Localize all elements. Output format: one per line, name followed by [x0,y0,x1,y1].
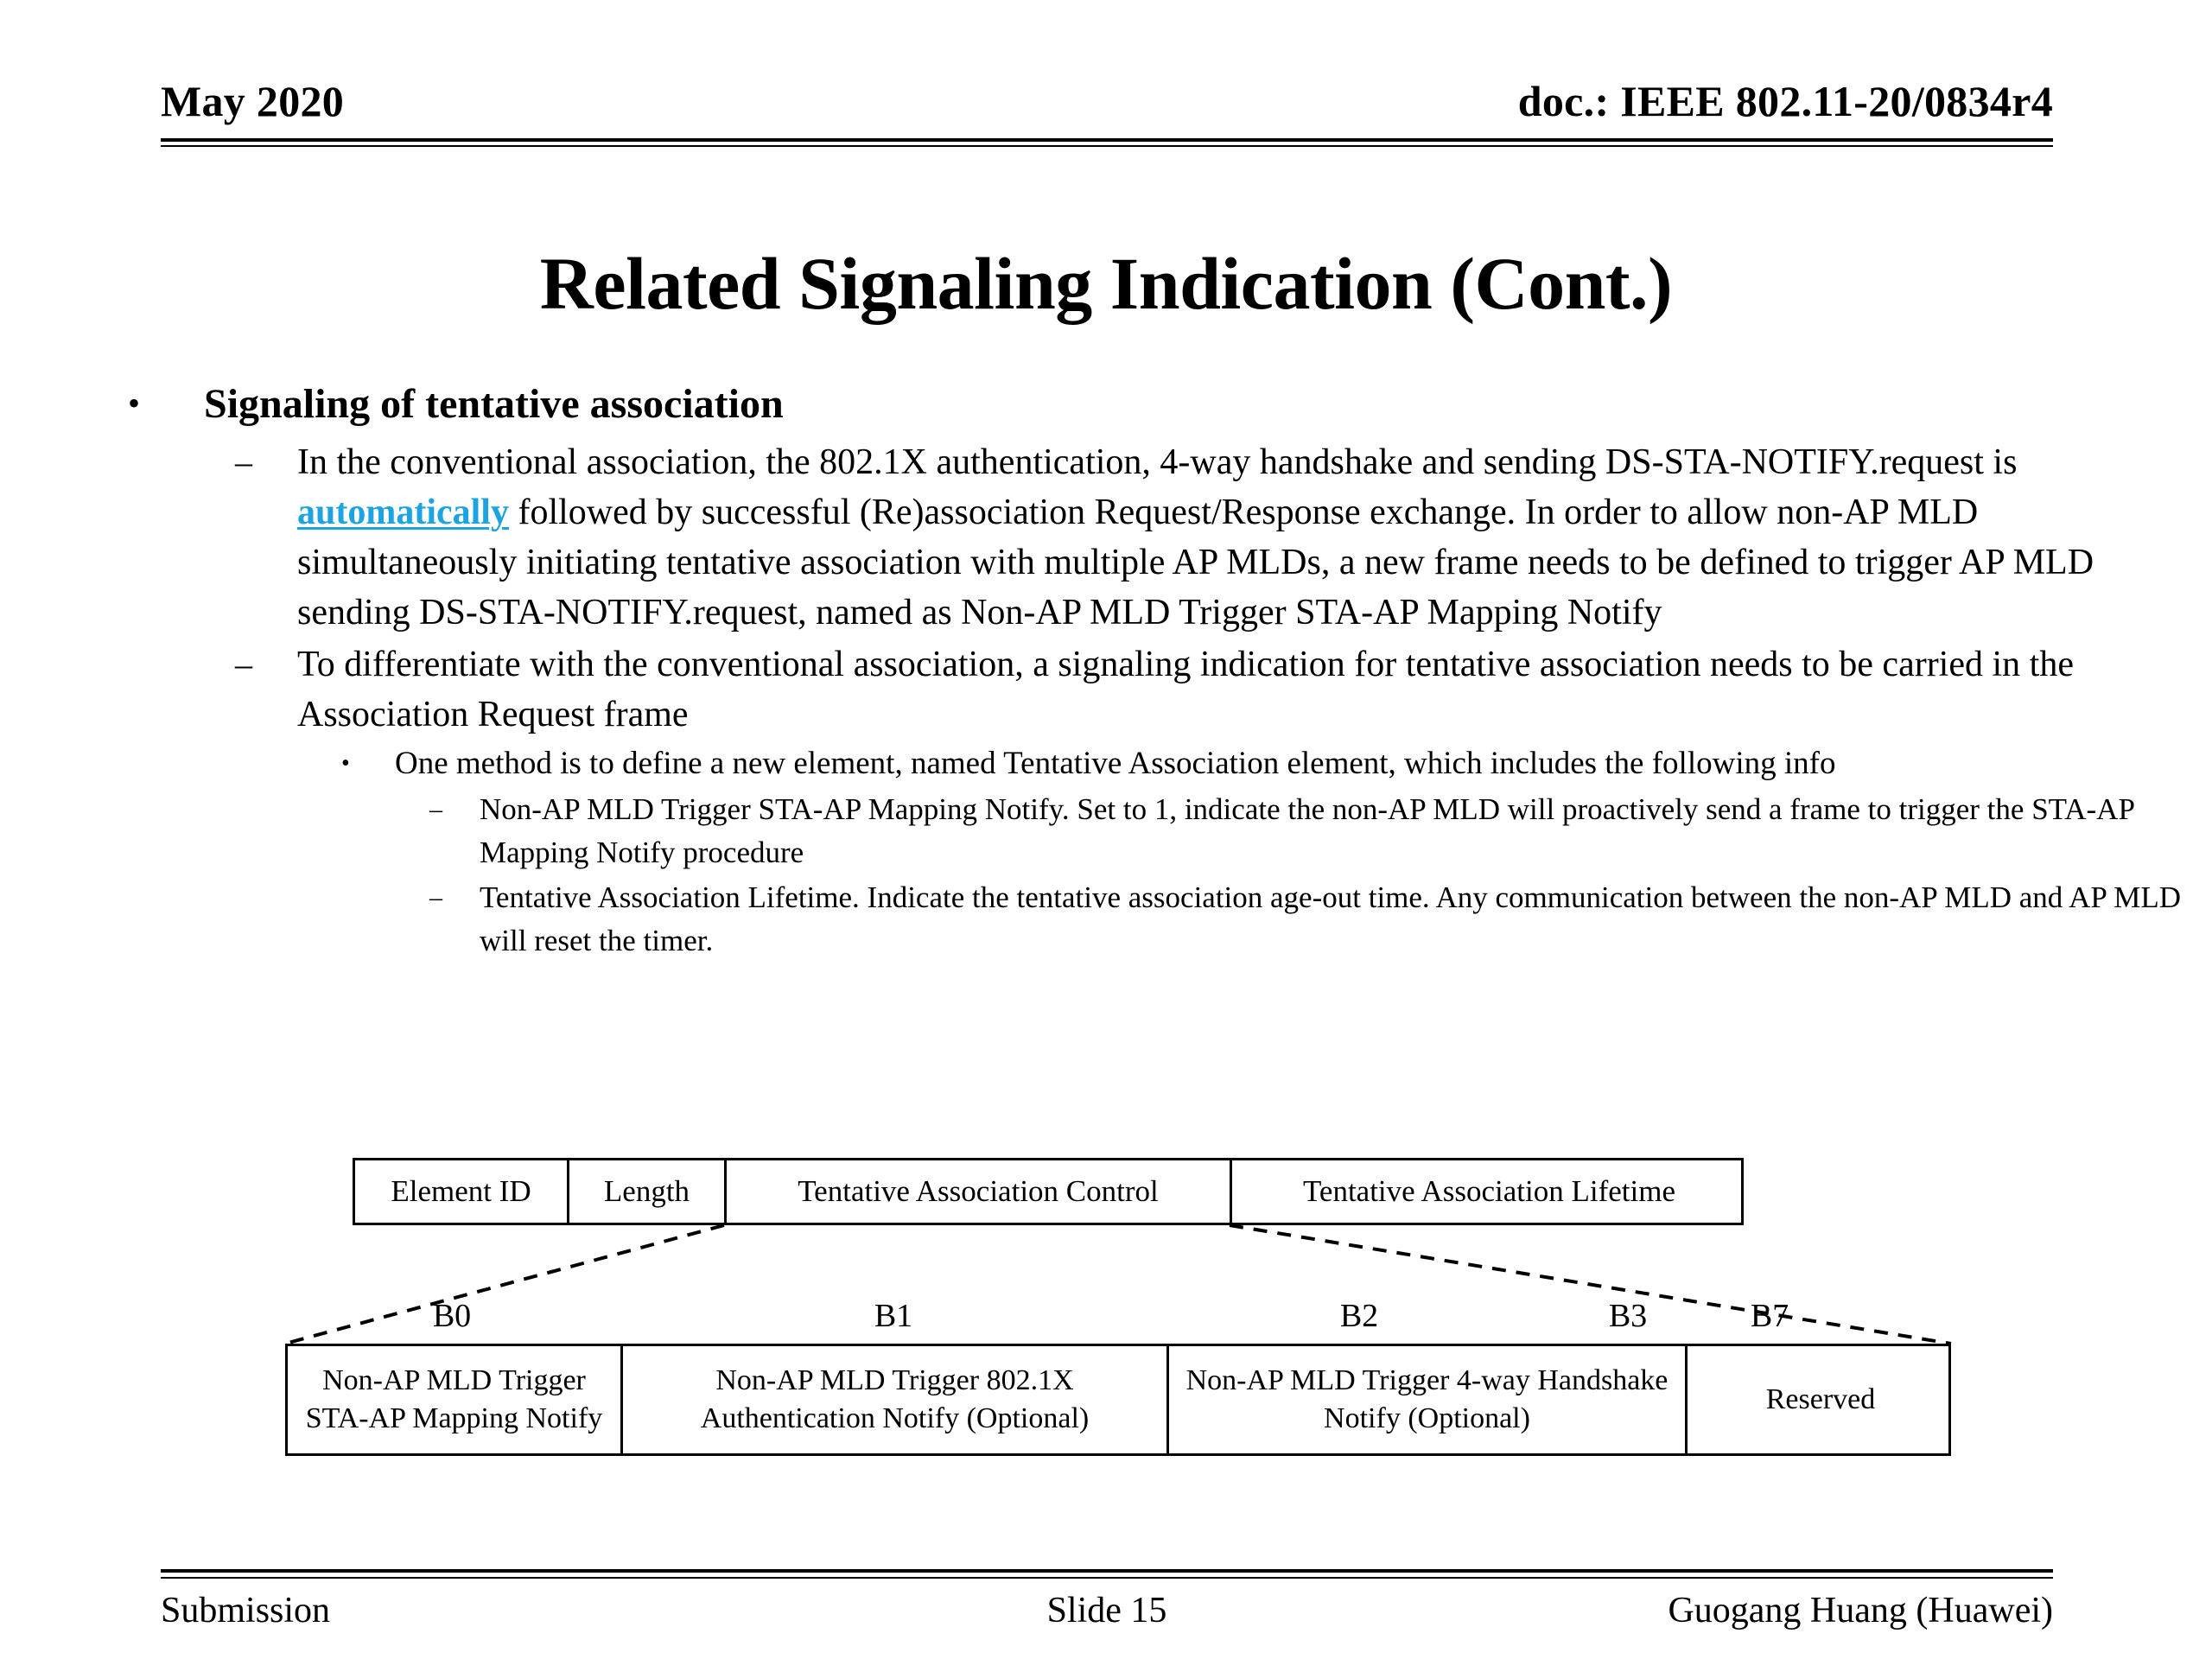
bullet-level3-one-method-text: One method is to define a new element, n… [395,746,1836,781]
slide-header: May 2020 doc.: IEEE 802.11-20/0834r4 [161,76,2053,126]
bullet-marker-dot: • [341,750,350,777]
conventional-text-after-link: followed by successful (Re)association R… [297,493,2094,632]
bullet-level4-mapping-notify: – Non-AP MLD Trigger STA-AP Mapping Noti… [429,788,2212,874]
header-rule-thin [161,145,2053,147]
bullet-level2-differentiate-text: To differentiate with the conventional a… [297,645,2074,734]
bit-label: B0 [432,1298,472,1334]
footer-rule-thin [161,1577,2053,1579]
bullet-level4-lifetime-text: Tentative Association Lifetime. Indicate… [480,880,2182,957]
automatically-hyperlink[interactable]: automatically [297,493,509,532]
control-field-cell: Non-AP MLD Trigger STA-AP Mapping Notify [288,1346,623,1453]
conventional-text-before-link: In the conventional association, the 802… [297,442,2018,482]
bit-label: B2 [1339,1298,1379,1334]
bullet-level4-lifetime: – Tentative Association Lifetime. Indica… [429,876,2212,963]
control-field-cell: Non-AP MLD Trigger 802.1X Authentication… [623,1346,1169,1453]
page-title: Related Signaling Indication (Cont.) [539,242,1673,325]
element-field-cell: Tentative Association Lifetime [1302,1174,1676,1208]
bullet-level3-one-method: • One method is to define a new element,… [341,741,2212,786]
bit-label: B3 [1608,1298,1648,1334]
footer-author: Guogang Huang (Huawei) [1668,1591,2053,1630]
bullet-level1-label: Signaling of tentative association [204,381,784,427]
header-date: May 2020 [161,77,345,125]
bit-label: B7 [1750,1298,1789,1334]
bullet-level2-conventional-text: In the conventional association, the 802… [297,437,2120,638]
element-field-cell: Element ID [355,1160,569,1223]
header-rule-thick [161,138,2053,142]
control-field-cell: Non-AP MLD Trigger 4-way Handshake Notif… [1169,1346,1688,1453]
control-field-cell: Reserved [1765,1383,1876,1415]
element-field-cell: Length [569,1160,727,1223]
bullet-level2-conventional: – In the conventional association, the 8… [235,437,2212,638]
bullet-marker-dash: – [235,645,252,683]
slide-body: • Signaling of tentative association – I… [0,380,2212,964]
footer-rule-thick [161,1569,2053,1573]
element-field-cell: Tentative Association Control [727,1160,1232,1223]
bullet-marker-dash: – [429,883,442,912]
footer-submission: Submission [161,1591,331,1630]
bullet-marker-dot: • [128,384,141,423]
slide-footer: Submission Slide 15 Guogang Huang (Huawe… [161,1590,2053,1631]
header-document-id: doc.: IEEE 802.11-20/0834r4 [1517,77,2053,125]
footer-slide-number: Slide 15 [1046,1591,1167,1630]
bit-label: B1 [874,1298,913,1334]
bullet-level4-mapping-notify-text: Non-AP MLD Trigger STA-AP Mapping Notify… [480,792,2134,869]
bullet-marker-dash: – [429,795,442,823]
bit-label-row: B0 B1 B2 B3 B7 [285,1296,1951,1341]
bullet-level1-signaling: • Signaling of tentative association [128,380,2212,429]
bullet-marker-dash: – [235,442,252,481]
tentative-association-control-table: Non-AP MLD Trigger STA-AP Mapping Notify… [285,1344,1951,1456]
bullet-level2-differentiate: – To differentiate with the conventional… [235,639,2212,740]
